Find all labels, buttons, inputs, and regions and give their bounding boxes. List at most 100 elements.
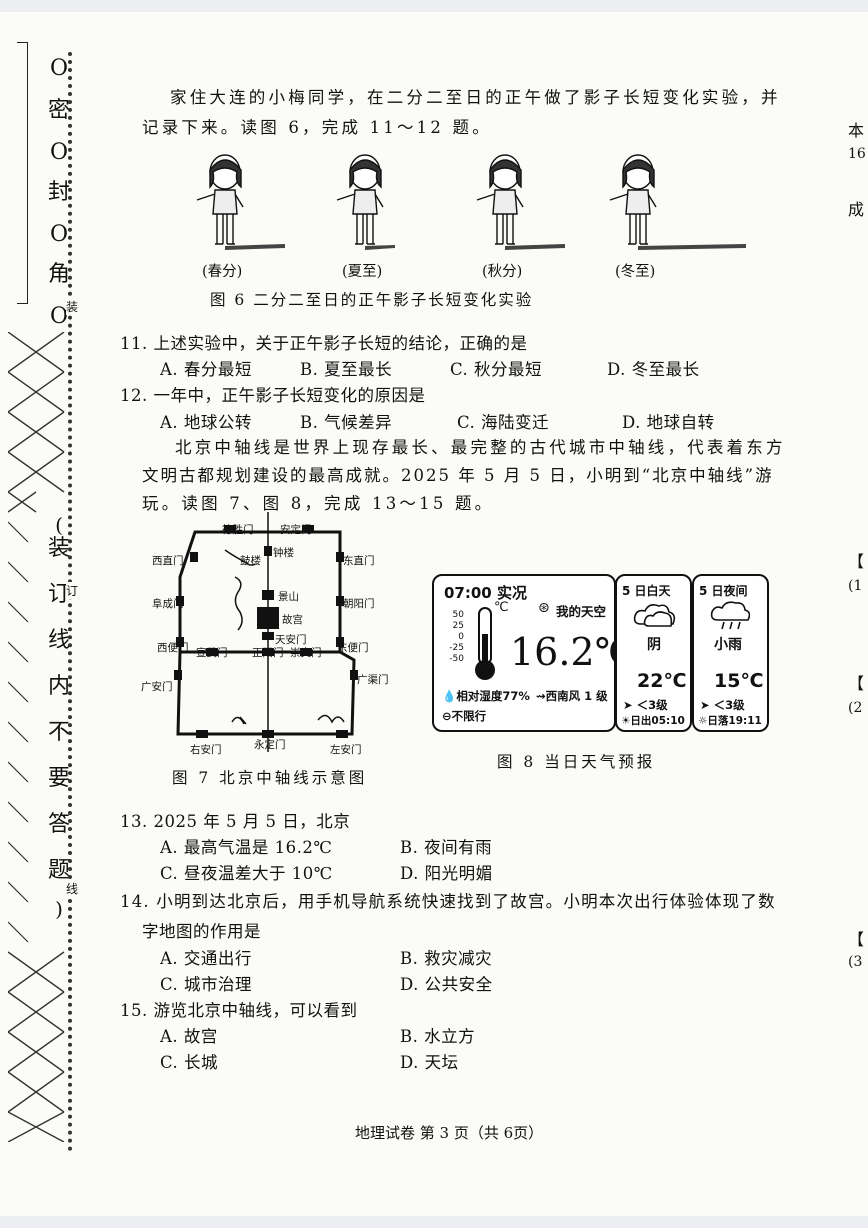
- notice-char: 答: [47, 812, 70, 837]
- beijing-axis-map: [174, 512, 358, 752]
- wind: ⇝西南风 1 级: [536, 689, 608, 703]
- seal-char: O: [49, 304, 69, 329]
- intro-text: 玩。读图 7、图 8，完成 13～15 题。: [142, 494, 495, 513]
- page-footer: 地理试卷 第 3 页（共 6页）: [355, 1124, 544, 1142]
- day-wind: ➤ ＜3级: [623, 698, 668, 712]
- binding-crosshatch: [8, 332, 65, 1142]
- notice-char: 不: [47, 720, 70, 745]
- daytime-forecast-panel: 5 日白天 阴 22℃ ➤ ＜3级 ☀日出05:10: [615, 574, 692, 732]
- q13-option-c: C. 昼夜温差大于 10℃: [160, 864, 333, 883]
- question-14-stem: 14. 小明到达北京后，用手机导航系统快速找到了故宫。小明本次出行体验体现了数: [120, 892, 776, 911]
- intro-text: 北京中轴线是世界上现存最长、最完整的古代城市中轴线，代表着东方: [175, 438, 786, 457]
- q14-option-d: D. 公共安全: [400, 975, 493, 994]
- notice-char: 题: [47, 858, 70, 883]
- map-label: 安定门: [280, 524, 312, 536]
- seal-char: 角: [47, 262, 70, 287]
- map-label: 永定门: [254, 739, 286, 751]
- map-label: 朝阳门: [343, 598, 375, 610]
- q11-option-d: D. 冬至最长: [607, 360, 700, 379]
- question-14-stem-cont: 字地图的作用是: [142, 922, 261, 941]
- map-label: 东直门: [343, 555, 375, 567]
- brand-icon: ⊛: [538, 600, 550, 616]
- figure-8-caption: 图 8 当日天气预报: [497, 753, 656, 771]
- exam-page: O 密 O 封 O 角 O ( 装 订 线 内 不 要 答 题 ) 装 订 线 …: [0, 12, 868, 1216]
- q13-option-d: D. 阳光明媚: [400, 864, 493, 883]
- night-title: 5 日夜间: [699, 584, 748, 598]
- q11-option-b: B. 夏至最长: [300, 360, 393, 379]
- night-forecast-panel: 5 日夜间 小雨 15℃ ➤ ＜3级 ☼日落19:11: [692, 574, 769, 732]
- day-title: 5 日白天: [622, 584, 671, 598]
- brand-name: 我的天空: [556, 604, 607, 619]
- q14-option-c: C. 城市治理: [160, 975, 253, 994]
- seal-char: O: [49, 222, 69, 247]
- q12-option-a: A. 地球公转: [160, 413, 252, 432]
- next-page-fragment: (2: [848, 700, 863, 716]
- girl-summer-figure: [336, 154, 395, 250]
- map-label: 天安门: [275, 634, 307, 646]
- girl-autumn-figure: [476, 154, 565, 250]
- cloudy-icon: [633, 604, 676, 627]
- next-page-fragment: 本: [848, 121, 865, 140]
- intro-text: 文明古都规划建设的最高成就。2025 年 5 月 5 日，小明到“北京中轴线”游: [142, 466, 774, 485]
- notice-char: 要: [47, 766, 70, 791]
- notice-char: (: [55, 513, 63, 537]
- question-11-stem: 11. 上述实验中，关于正午影子长短的结论，正确的是: [120, 334, 528, 353]
- map-label: 广渠门: [357, 674, 389, 686]
- q15-option-c: C. 长城: [160, 1053, 219, 1072]
- intro-text: 家住大连的小梅同学，在二分二至日的正午做了影子长短变化实验，并: [170, 88, 781, 107]
- figure-7-caption: 图 7 北京中轴线示意图: [172, 769, 368, 787]
- notice-char: 线: [47, 628, 70, 653]
- q13-option-b: B. 夜间有雨: [400, 838, 493, 857]
- seal-char: O: [49, 140, 69, 165]
- next-page-fragment: (3: [848, 954, 863, 970]
- seal-char: O: [49, 56, 69, 81]
- map-label: 崇文门: [290, 647, 322, 659]
- map-label: 西便门: [157, 642, 189, 654]
- map-label: 左安门: [330, 744, 362, 756]
- tear-mark: 订: [66, 582, 79, 599]
- binding-margin: O 密 O 封 O 角 O ( 装 订 线 内 不 要 答 题 ) 装 订 线: [8, 42, 79, 1152]
- q11-option-a: A. 春分最短: [160, 360, 252, 379]
- day-weather: 阴: [647, 637, 661, 653]
- sunset: ☼日落19:11: [698, 715, 762, 727]
- humidity: 💧相对湿度77%: [442, 689, 530, 703]
- next-page-fragment: 【: [848, 930, 865, 949]
- q12-option-c: C. 海陆变迁: [457, 413, 550, 432]
- map-label: 右安门: [190, 744, 222, 756]
- light-rain-icon: [710, 601, 750, 630]
- night-wind: ➤ ＜3级: [700, 698, 745, 712]
- map-label: 景山: [278, 591, 299, 603]
- thermometer-icon: [475, 607, 495, 680]
- question-13-stem: 13. 2025 年 5 月 5 日，北京: [120, 812, 351, 831]
- season-label: (冬至): [615, 264, 656, 280]
- map-label: 阜成门: [152, 598, 184, 610]
- next-page-fragment: 16: [848, 146, 866, 162]
- map-label: 宣武门: [196, 647, 228, 659]
- season-label: (春分): [202, 264, 243, 280]
- q15-option-b: B. 水立方: [400, 1027, 476, 1046]
- notice-char: 订: [47, 582, 70, 607]
- tear-line: [68, 52, 76, 1152]
- map-label: 正阳门: [252, 647, 284, 659]
- q15-option-a: A. 故宫: [160, 1027, 218, 1046]
- next-page-fragment: 【: [848, 674, 865, 693]
- day-temperature: 22℃: [637, 670, 687, 692]
- binding-box: [17, 42, 28, 304]
- map-label: 东便门: [337, 642, 369, 654]
- intro-text: 记录下来。读图 6，完成 11～12 题。: [142, 118, 492, 137]
- season-label: (夏至): [342, 264, 383, 280]
- map-label: 西直门: [152, 555, 184, 567]
- celsius-unit: ℃: [494, 600, 509, 615]
- q13-option-a: A. 最高气温是 16.2℃: [160, 838, 333, 857]
- night-temperature: 15℃: [714, 670, 764, 692]
- seal-char: 封: [47, 180, 70, 205]
- q14-option-b: B. 救灾减灾: [400, 949, 493, 968]
- night-weather: 小雨: [714, 637, 742, 653]
- q12-option-b: B. 气候差异: [300, 413, 393, 432]
- map-label: 广安门: [141, 681, 173, 693]
- notice-char: ): [55, 897, 63, 921]
- map-label: 故宫: [282, 614, 303, 626]
- map-label: 鼓楼: [240, 555, 261, 567]
